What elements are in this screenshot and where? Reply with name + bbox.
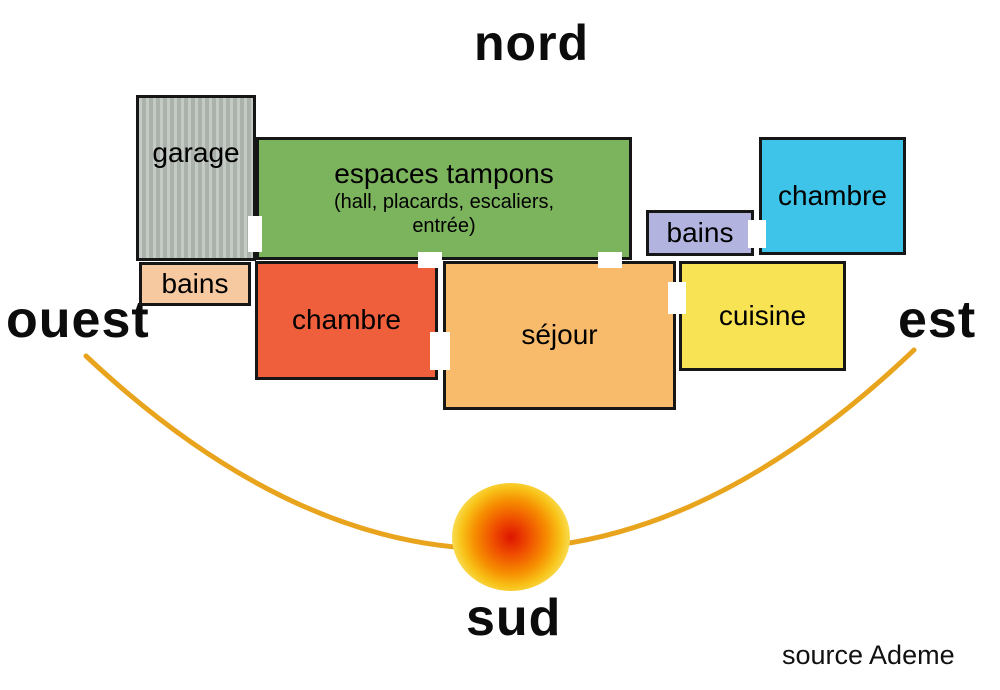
direction-label-east: est xyxy=(898,291,977,349)
room-sejour-label: séjour xyxy=(521,319,598,351)
room-bains-nord-est-label: bains xyxy=(666,216,734,248)
room-garage: garage xyxy=(136,95,256,261)
sun-icon xyxy=(452,483,570,591)
room-espaces-tampons: espaces tampons (hall, placards, escalie… xyxy=(256,137,632,260)
room-espaces-tampons-details-line1: (hall, placards, escaliers, xyxy=(333,190,555,213)
direction-label-west: ouest xyxy=(6,291,150,349)
door-opening xyxy=(748,220,766,248)
door-opening xyxy=(418,252,442,268)
room-bains-ouest-label: bains xyxy=(161,267,229,299)
room-garage-label: garage xyxy=(152,137,240,168)
room-chambre-sud-ouest-label: chambre xyxy=(292,304,401,336)
room-espaces-tampons-label: espaces tampons xyxy=(334,158,554,190)
room-chambre-nord-est-label: chambre xyxy=(778,179,887,211)
door-opening xyxy=(598,252,622,268)
door-opening xyxy=(248,216,262,252)
source-credit: source Ademe xyxy=(782,640,955,670)
room-bains-ouest: bains xyxy=(139,262,251,306)
room-chambre-sud-ouest: chambre xyxy=(255,261,438,380)
room-chambre-nord-est: chambre xyxy=(759,137,906,255)
direction-label-south: sud xyxy=(466,589,562,647)
door-opening xyxy=(668,282,686,314)
room-sejour: séjour xyxy=(443,261,676,410)
room-cuisine: cuisine xyxy=(679,261,846,371)
room-bains-nord-est: bains xyxy=(646,210,754,256)
direction-label-north: nord xyxy=(474,15,590,71)
door-opening xyxy=(430,332,450,370)
room-espaces-tampons-details-line2: entrée) xyxy=(412,214,476,237)
room-cuisine-label: cuisine xyxy=(718,299,807,331)
